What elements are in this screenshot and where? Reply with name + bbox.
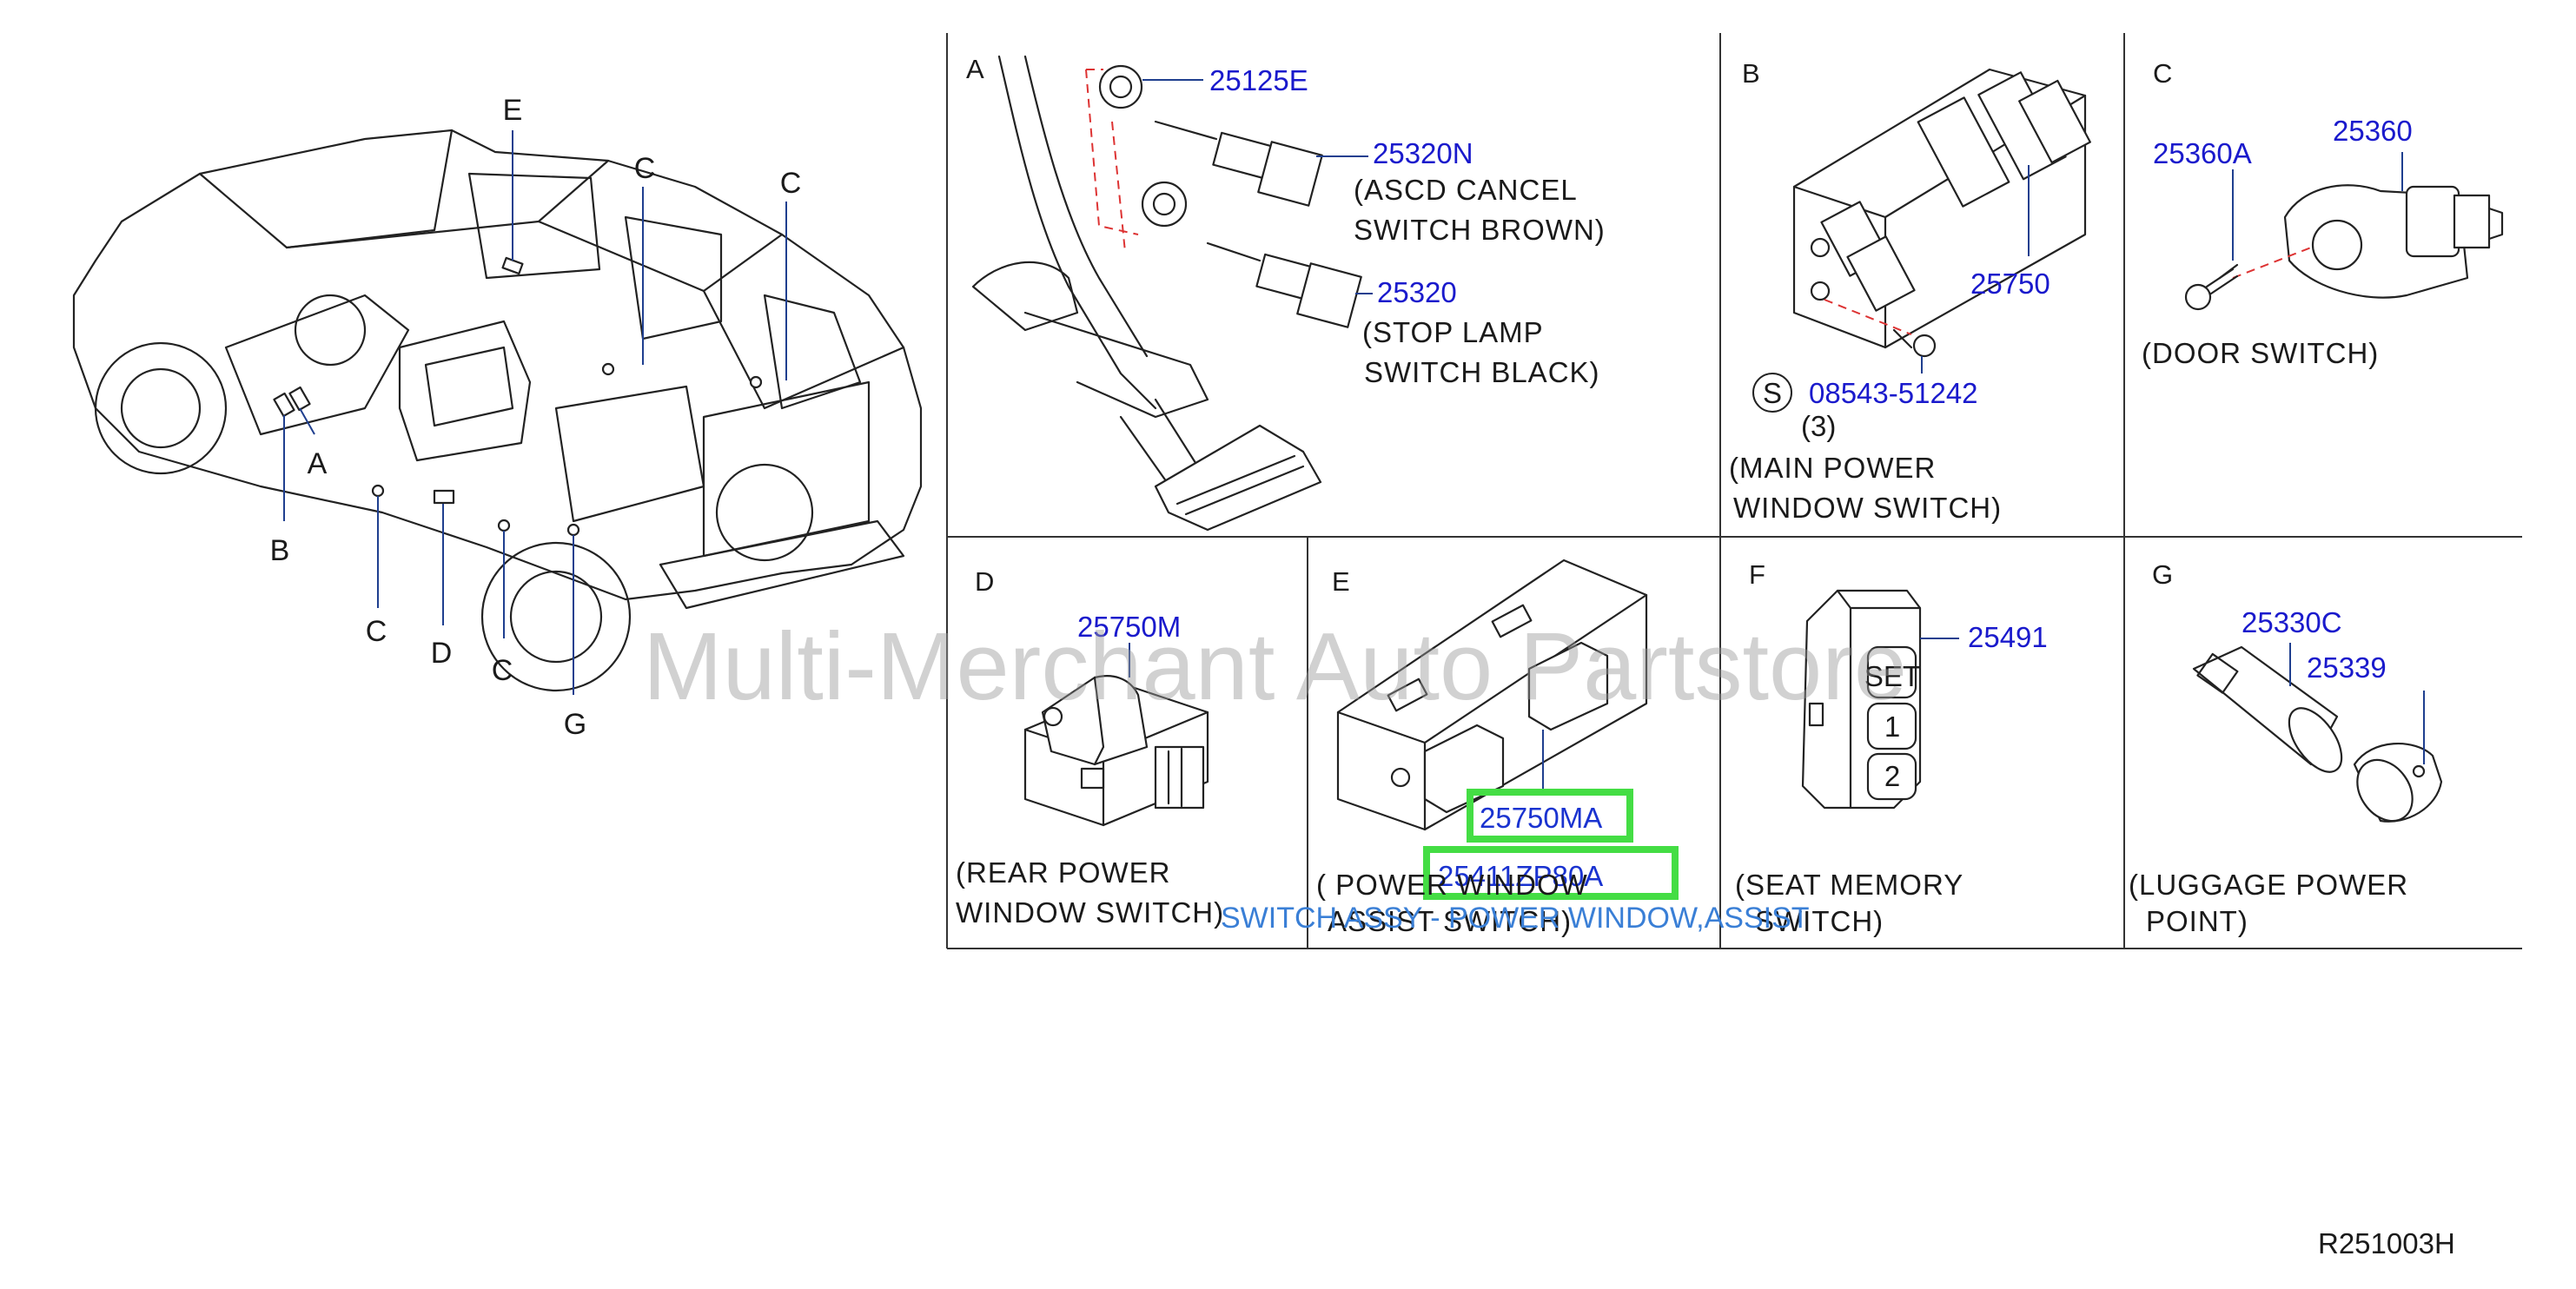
section-letter-e: E [1332, 566, 1350, 597]
caption-power-point: POINT) [2146, 905, 2248, 937]
screw-symbol-circle [1752, 373, 1792, 413]
section-letter-a: A [966, 54, 984, 84]
part-number-25360[interactable]: 25360 [2333, 115, 2413, 147]
caption-stop-lamp: (STOP LAMP [1362, 316, 1544, 348]
vehicle-label-c: C [780, 167, 802, 200]
highlight-box-25411zp80a [1423, 846, 1679, 900]
caption-rear-window-switch: WINDOW SWITCH) [956, 896, 1224, 929]
part-number-25339[interactable]: 25339 [2307, 651, 2387, 684]
part-number-25491[interactable]: 25491 [1968, 621, 2048, 653]
diagram-reference-code: R251003H [2318, 1227, 2455, 1259]
vehicle-label-c: C [366, 615, 387, 648]
quantity-label: (3) [1801, 410, 1836, 442]
vehicle-label-b: B [270, 534, 290, 567]
highlighted-part-description: SWITCH ASSY - POWER WINDOW,ASSIST [1221, 902, 1810, 935]
section-b-drawing [1792, 68, 2091, 373]
caption-luggage-power: (LUGGAGE POWER [2129, 869, 2408, 901]
part-number-25750[interactable]: 25750 [1970, 268, 2050, 300]
part-number-25125e[interactable]: 25125E [1209, 64, 1308, 96]
screw-symbol: S [1763, 377, 1782, 409]
part-number-08543-51242[interactable]: 08543-51242 [1809, 377, 1978, 409]
vehicle-label-e: E [503, 94, 523, 127]
section-letter-f: F [1749, 559, 1765, 590]
memory-2-label: 2 [1884, 760, 1900, 792]
vehicle-label-c: C [492, 654, 513, 687]
caption-rear-power: (REAR POWER [956, 856, 1171, 889]
caption-seat-memory-switch: SWITCH) [1755, 905, 1884, 937]
section-f-drawing [1801, 589, 1959, 810]
part-number-25320n[interactable]: 25320N [1373, 137, 1473, 169]
part-number-25411zp80a[interactable]: 25411ZP80A [1438, 860, 1603, 892]
vehicle-label-c: C [634, 152, 656, 185]
vehicle-label-d: D [431, 637, 453, 670]
section-g-drawing [2192, 643, 2443, 823]
section-letter-d: D [975, 566, 994, 597]
section-c-drawing [2184, 152, 2504, 311]
watermark: Multi-Merchant Auto Partstore [643, 613, 1907, 720]
section-d-drawing [1023, 643, 1209, 827]
caption-door-switch: (DOOR SWITCH) [2142, 337, 2379, 369]
section-letter-c: C [2153, 58, 2172, 89]
section-a-drawing [971, 55, 1373, 532]
vehicle-label-a: A [308, 447, 328, 480]
caption-assist-switch: ASSIST SWITCH) [1328, 905, 1572, 937]
section-letter-b: B [1742, 58, 1760, 89]
section-grid [946, 33, 2522, 949]
part-number-25360a[interactable]: 25360A [2153, 137, 2252, 169]
memory-1-label: 1 [1884, 711, 1900, 743]
vehicle-label-g: G [564, 708, 586, 741]
part-number-25750ma[interactable]: 25750MA [1480, 802, 1602, 834]
caption-power-window: ( POWER WINDOW [1316, 869, 1588, 901]
caption-window-switch: WINDOW SWITCH) [1733, 492, 2002, 524]
caption-main-power: (MAIN POWER [1729, 452, 1936, 484]
set-button-label: SET [1864, 660, 1920, 692]
caption-ascd-cancel: (ASCD CANCEL [1354, 174, 1578, 206]
part-number-25750m[interactable]: 25750M [1077, 611, 1181, 643]
part-number-25330c[interactable]: 25330C [2242, 606, 2342, 638]
section-letter-g: G [2152, 559, 2173, 590]
caption-seat-memory: (SEAT MEMORY [1735, 869, 1963, 901]
caption-switch-brown: SWITCH BROWN) [1354, 214, 1606, 246]
caption-switch-black: SWITCH BLACK) [1364, 356, 1600, 388]
vehicle-overview [72, 129, 923, 695]
highlight-box-25750ma [1467, 789, 1633, 843]
part-number-25320[interactable]: 25320 [1377, 276, 1457, 308]
